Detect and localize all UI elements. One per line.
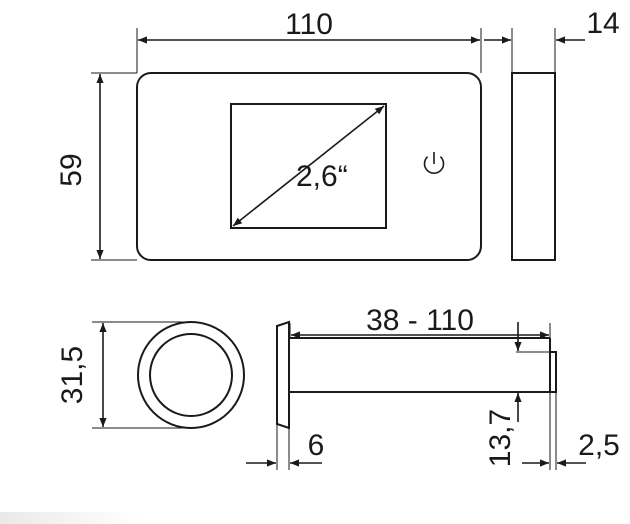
bottom-edge-shading [0, 512, 140, 524]
knob-view: 31,5 [56, 321, 245, 429]
plate-thickness-label: 6 [308, 429, 325, 462]
side-view: 14 [484, 7, 620, 261]
height-label: 59 [55, 153, 88, 186]
end-cap-label: 2,5 [578, 429, 620, 462]
depth-label: 14 [586, 7, 619, 40]
shaft-end-cap [549, 351, 557, 393]
width-label: 110 [285, 8, 333, 41]
knob-inner-ring [149, 333, 233, 417]
display-screen [230, 103, 387, 229]
knob-diameter-label: 31,5 [56, 346, 89, 404]
shaft-view: 38 - 110 6 13,7 2,5 [246, 304, 620, 470]
side-profile [511, 72, 556, 261]
device-body-outline [136, 72, 482, 261]
front-view: 2,6“ 110 59 [55, 8, 482, 261]
shaft-diameter-label: 13,7 [484, 409, 517, 467]
screen-diagonal-dimension-line [232, 105, 385, 227]
power-icon [423, 152, 445, 175]
mounting-plate [276, 320, 290, 430]
screen-diagonal-label: 2,6“ [296, 160, 348, 193]
shaft-length-label: 38 - 110 [366, 304, 474, 337]
knob-outer-ring [137, 321, 245, 429]
